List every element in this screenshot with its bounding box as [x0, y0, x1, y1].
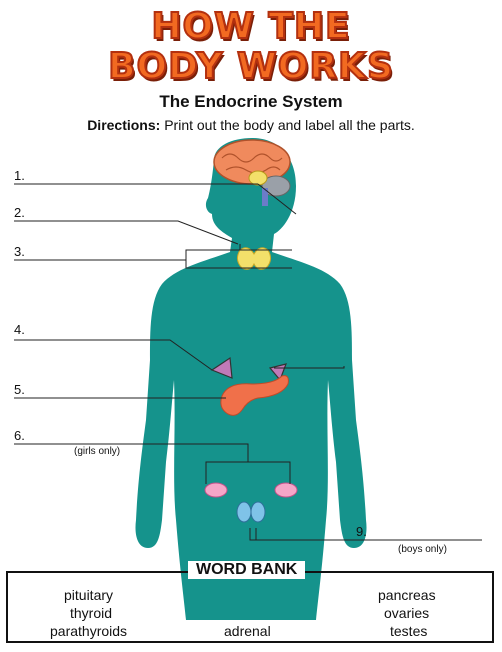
directions: Directions: Print out the body and label… — [0, 117, 502, 133]
page-title: The Endocrine System — [159, 92, 343, 111]
brain-stem — [262, 188, 268, 206]
word-bank: WORD BANK pituitary thyroid parathyroids… — [6, 561, 494, 643]
label-9: 9. — [356, 524, 367, 539]
ovary-right — [274, 482, 298, 498]
word-pancreas: pancreas — [378, 587, 436, 603]
label-3: 3. — [14, 244, 25, 259]
word-testes: testes — [390, 623, 428, 639]
testis-left — [236, 501, 252, 523]
cerebellum — [261, 175, 291, 197]
note-boys-only: (boys only) — [398, 544, 447, 555]
logo: HOW THE BODY WORKS — [0, 6, 502, 87]
word-bank-title: WORD BANK — [188, 561, 306, 579]
leader-lines — [14, 183, 482, 541]
word-ovaries: ovaries — [384, 605, 430, 621]
body-silhouette — [135, 138, 367, 620]
label-4: 4. — [14, 322, 25, 337]
ovary-left — [204, 482, 228, 498]
logo-line-1: HOW THE — [150, 6, 351, 47]
note-girls-only: (girls only) — [74, 446, 121, 457]
directions-label: Directions: — [87, 117, 161, 133]
adrenal-left — [210, 356, 233, 379]
pituitary-gland — [248, 170, 268, 186]
label-6: 6. — [14, 428, 25, 443]
label-5: 5. — [14, 382, 25, 397]
label-2: 2. — [14, 205, 25, 220]
word-adrenal: adrenal — [224, 623, 271, 639]
word-parathyroids: parathyroids — [50, 623, 128, 639]
pancreas — [220, 375, 289, 416]
testis-right — [250, 501, 266, 523]
label-1: 1. — [14, 168, 25, 183]
word-thyroid: thyroid — [70, 605, 113, 621]
logo-line-2: BODY WORKS — [107, 46, 394, 87]
word-pituitary: pituitary — [64, 587, 114, 603]
directions-text: Print out the body and label all the par… — [164, 117, 415, 133]
